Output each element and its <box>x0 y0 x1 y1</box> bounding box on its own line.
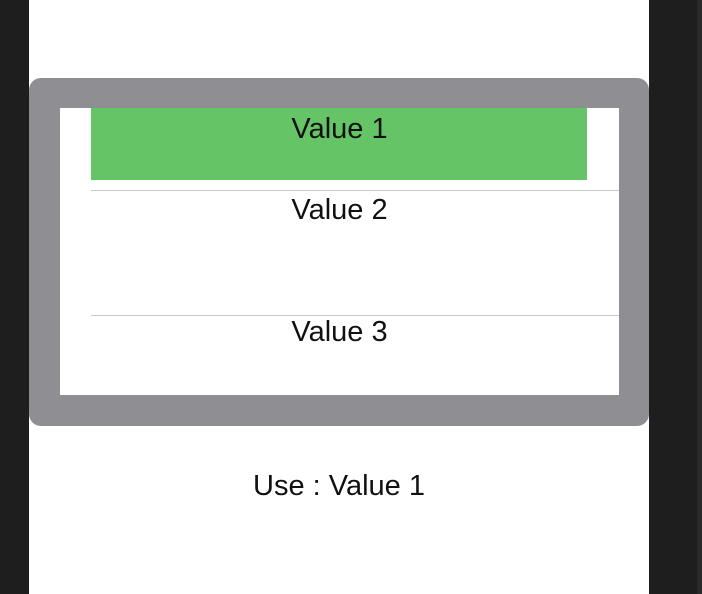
picker-row-label: Value 2 <box>291 194 388 226</box>
picker-row-label: Value 3 <box>291 316 388 348</box>
picker-frame: Value 1 Value 2 Value 3 <box>29 78 649 426</box>
picker-list[interactable]: Value 1 Value 2 Value 3 <box>60 108 619 395</box>
app-screen: Value 1 Value 2 Value 3 Use : Value 1 <box>29 0 649 594</box>
window-edge <box>697 0 702 594</box>
picker-row-value-2[interactable]: Value 2 <box>60 191 619 315</box>
picker-row-value-1[interactable]: Value 1 <box>60 108 619 180</box>
row-separator <box>91 315 619 316</box>
picker-row-label: Value 1 <box>291 113 388 145</box>
row-separator <box>91 190 619 191</box>
picker-row-value-3[interactable]: Value 3 <box>60 316 619 395</box>
selected-value-text: Use : Value 1 <box>253 470 425 502</box>
selected-row-highlight <box>91 108 587 180</box>
